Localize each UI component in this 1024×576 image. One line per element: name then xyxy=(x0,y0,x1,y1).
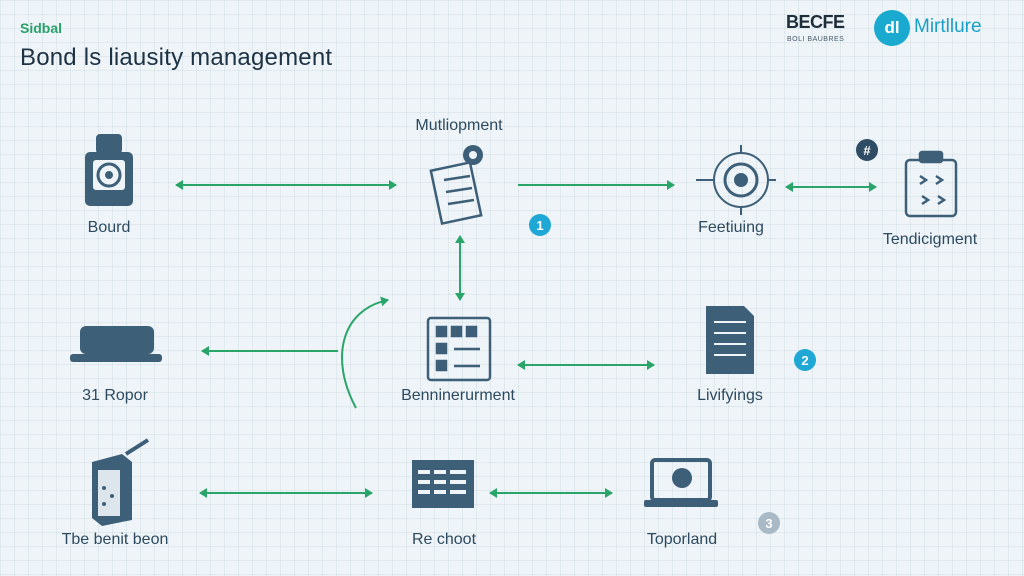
step-badge-1: 1 xyxy=(529,214,551,236)
node-label-benninerument: Benninerurment xyxy=(401,387,515,404)
multiiopment-icon xyxy=(429,145,483,226)
node-label-report: 31 Ropor xyxy=(82,387,148,404)
node-label-livifyings: Livifyings xyxy=(697,387,763,404)
livifyings-icon xyxy=(706,306,754,374)
node-label-re-choot: Re choot xyxy=(411,531,477,548)
feetiuing-icon xyxy=(696,145,776,215)
step-badge-2: 2 xyxy=(794,349,816,371)
re-choot-icon xyxy=(412,460,474,508)
node-label-multiiopment: Mutliopment xyxy=(415,117,503,134)
page-title: Bond ls liausity management xyxy=(20,44,333,71)
benninerument-icon xyxy=(426,316,492,382)
node-label-feetiuing: Feetiuing xyxy=(698,219,764,236)
node-label-toporland: Toporland xyxy=(646,531,718,548)
bourd-icon xyxy=(85,134,133,206)
node-label-tbe-benit-beon: Tbe benit beon xyxy=(61,531,169,548)
hash-badge: # xyxy=(856,139,878,161)
report-icon xyxy=(70,326,162,362)
toporland-icon xyxy=(644,458,718,507)
header-tag: Sidbal xyxy=(20,20,63,36)
brand-logo-left-subtext: BOLI BAUBRES xyxy=(787,36,845,43)
brand-logo-left-text: BECFE xyxy=(786,12,845,32)
tbe-benit-beon-icon xyxy=(92,438,150,526)
brand-logo-right-text: Mirtllure xyxy=(914,16,982,37)
tendicument-icon xyxy=(904,150,958,218)
curved-arrow xyxy=(341,296,389,409)
brand-logo-right-mark: dl xyxy=(874,10,910,46)
node-label-bourd: Bourd xyxy=(87,219,131,236)
step-badge-3: 3 xyxy=(758,512,780,534)
node-label-tendicument: Tendicigment xyxy=(882,231,978,248)
